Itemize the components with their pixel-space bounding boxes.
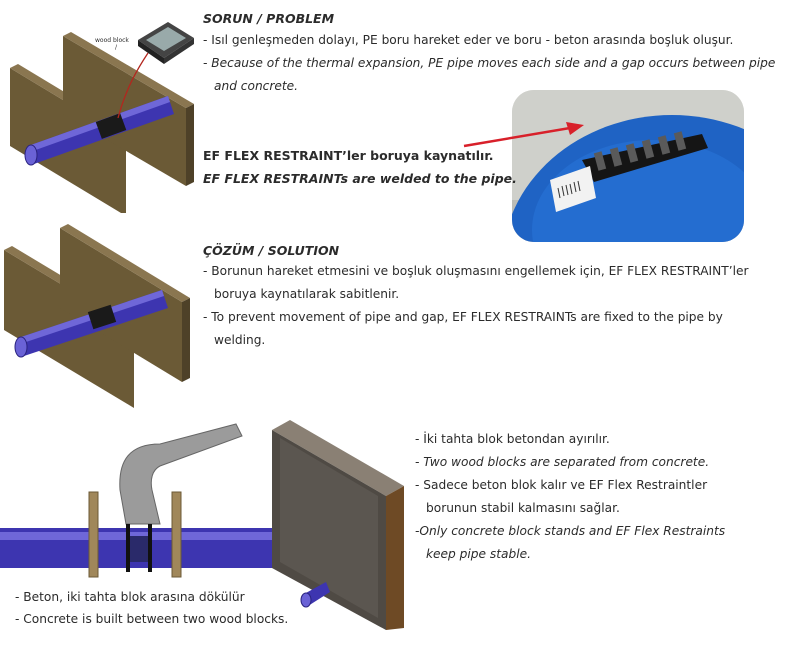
- wood-block-right: [63, 36, 186, 186]
- red-arrow: [462, 120, 587, 150]
- wood-block-right: [171, 491, 182, 578]
- figure-concrete-pour: [0, 420, 272, 580]
- restraint-en-text: EF FLEX RESTRAINTs are welded to the pip…: [203, 171, 517, 186]
- final-text-6: keep pipe stable.: [426, 547, 531, 561]
- solution-tr-text-1: - Borunun hareket etmesini ve boşluk olu…: [203, 264, 749, 278]
- final-text-2: - Two wood blocks are separated from con…: [415, 455, 710, 469]
- flex-restraint: [87, 304, 117, 330]
- final-text-4: borunun stabil kalmasını sağlar.: [426, 501, 620, 515]
- solution-en-text-1: - To prevent movement of pipe and gap, E…: [203, 310, 723, 324]
- final-text-3: - Sadece beton blok kalır ve EF Flex Res…: [415, 478, 708, 492]
- restraint-clamp: [582, 134, 708, 182]
- figure-concrete-block: [268, 418, 408, 630]
- problem-en-text-2: and concrete.: [214, 79, 299, 93]
- solution-tr-text-2: boruya kaynatılarak sabitlenir.: [214, 287, 400, 301]
- solution-en-text-2: welding.: [214, 333, 266, 347]
- pour-en-text: - Concrete is built between two wood blo…: [15, 612, 289, 626]
- flex-restraint: [126, 524, 130, 572]
- solution-heading: ÇÖZÜM / SOLUTION: [203, 243, 340, 258]
- figure-problem: [8, 18, 198, 213]
- final-text-5: -Only concrete block stands and EF Flex …: [415, 524, 726, 538]
- problem-heading: SORUN / PROBLEM: [203, 11, 335, 26]
- barcode-tag: [550, 166, 596, 212]
- wood-block-left: [88, 491, 99, 578]
- problem-en-text-1: - Because of the thermal expansion, PE p…: [203, 56, 776, 70]
- problem-tr-text: - Isıl genleşmeden dolayı, PE boru harek…: [203, 33, 734, 47]
- restraint-tr-text: EF FLEX RESTRAINT’ler boruya kaynatılır.: [203, 148, 494, 163]
- flex-restraint: [95, 113, 127, 139]
- concrete-chute: [119, 423, 243, 525]
- wood-block-label: wood block /: [95, 37, 129, 51]
- figure-solution: [2, 222, 192, 414]
- pour-tr-text: - Beton, iki tahta blok arasına dökülür: [15, 590, 245, 604]
- final-text-1: - İki tahta blok betondan ayırılır.: [415, 432, 610, 446]
- restraint-photo: [512, 90, 744, 242]
